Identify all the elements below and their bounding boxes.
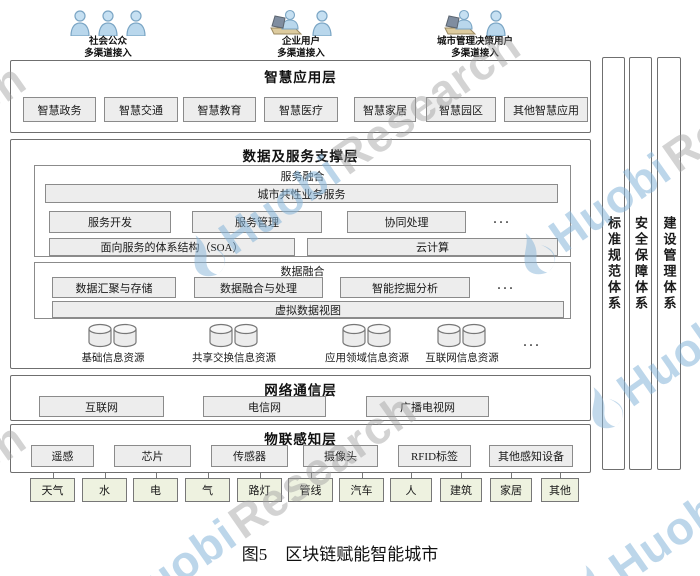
resource-label: 互联网信息资源 [425, 353, 499, 364]
user-group-sublabel: 多渠道接入 [84, 48, 132, 59]
app-item: 智慧教育 [183, 97, 256, 122]
figure-number: 图5 [241, 545, 268, 564]
laptop-user-icon [396, 6, 554, 36]
iot-item: 其他感知设备 [489, 445, 573, 467]
pillar-security: 安全保障体系 [629, 57, 652, 470]
service-fusion-item: 服务开发 [49, 211, 171, 233]
app-item: 智慧家居 [354, 97, 416, 122]
pillar-standards: 标准规范体系 [602, 57, 625, 470]
three-users-icon [48, 6, 168, 36]
thing-item: 人 [390, 473, 432, 502]
service-fusion-item: 面向服务的体系结构（SOA） [49, 238, 295, 256]
ellipsis: ··· [497, 281, 516, 295]
resource-group: 基础信息资源 [58, 322, 168, 365]
resource-group: 应用领域信息资源 [309, 322, 425, 365]
database-icon [437, 323, 486, 348]
data-fusion-box: 数据融合 数据汇聚与存储 数据融合与处理 智能挖掘分析 ··· 虚拟数据视图 [34, 262, 571, 319]
thing-item: 其他 [541, 473, 579, 502]
user-group-label: 企业用户 [281, 36, 320, 47]
layer-data-service: 数据及服务支撑层 服务融合 城市共性业务服务 服务开发 服务管理 协同处理 ··… [10, 139, 591, 369]
service-fusion-item: 协同处理 [347, 211, 466, 233]
service-fusion-item: 云计算 [307, 238, 558, 256]
layer-network: 网络通信层 互联网 电信网 广播电视网 [10, 375, 591, 421]
pillar-construction: 建设管理体系 [657, 57, 681, 470]
database-icon [342, 323, 391, 348]
layer-network-title: 网络通信层 [264, 383, 337, 398]
user-group-enterprise: 企业用户 多渠道接入 [240, 6, 362, 60]
user-group-city-management: 城市管理决策用户 多渠道接入 [396, 6, 554, 60]
iot-item: 遥感 [31, 445, 94, 467]
service-fusion-item: 服务管理 [192, 211, 322, 233]
thing-item: 汽车 [339, 473, 384, 502]
thing-item: 管线 [288, 473, 333, 502]
iot-item: 摄像头 [303, 445, 378, 467]
user-group-sublabel: 多渠道接入 [451, 48, 499, 59]
iot-item: 芯片 [114, 445, 191, 467]
app-item: 智慧交通 [104, 97, 178, 122]
network-item: 广播电视网 [366, 396, 489, 417]
network-item: 电信网 [203, 396, 326, 417]
ellipsis: ··· [523, 338, 542, 352]
figure-title: 区块链赋能智能城市 [285, 545, 439, 564]
thing-item: 路灯 [237, 473, 282, 502]
thing-item: 电 [133, 473, 178, 502]
resource-label: 共享交换信息资源 [192, 353, 276, 364]
layer-iot: 物联感知层 遥感 芯片 传感器 摄像头 RFID标签 其他感知设备 [10, 424, 591, 473]
service-fusion-title: 服务融合 [280, 171, 325, 183]
database-icon [88, 323, 137, 348]
data-fusion-item: 数据汇聚与存储 [52, 277, 176, 298]
iot-item: 传感器 [211, 445, 288, 467]
layer-application-title: 智慧应用层 [264, 70, 337, 85]
thing-item: 建筑 [440, 473, 482, 502]
thing-item: 气 [185, 473, 230, 502]
user-group-label: 社会公众 [88, 36, 127, 47]
app-item: 智慧医疗 [264, 97, 338, 122]
user-group-public: 社会公众 多渠道接入 [48, 6, 168, 60]
layer-application: 智慧应用层 智慧政务 智慧交通 智慧教育 智慧医疗 智慧家居 智慧园区 其他智慧… [10, 60, 591, 133]
resource-group: 共享交换信息资源 [176, 322, 292, 365]
data-fusion-bottom-bar: 虚拟数据视图 [52, 301, 564, 318]
service-fusion-box: 服务融合 城市共性业务服务 服务开发 服务管理 协同处理 ··· 面向服务的体系… [34, 165, 571, 257]
data-fusion-item: 数据融合与处理 [194, 277, 323, 298]
service-fusion-top-bar: 城市共性业务服务 [45, 184, 558, 203]
thing-item: 家居 [490, 473, 532, 502]
resource-label: 基础信息资源 [81, 353, 145, 364]
user-group-label: 城市管理决策用户 [436, 36, 513, 47]
laptop-user-icon [240, 6, 362, 36]
data-fusion-item: 智能挖掘分析 [340, 277, 470, 298]
database-icon [209, 323, 258, 348]
layer-data-service-title: 数据及服务支撑层 [242, 149, 359, 164]
user-group-sublabel: 多渠道接入 [277, 48, 325, 59]
app-item: 其他智慧应用 [504, 97, 588, 122]
thing-item: 天气 [30, 473, 75, 502]
resource-group: 互联网信息资源 [409, 322, 515, 365]
network-item: 互联网 [39, 396, 164, 417]
app-item: 智慧政务 [23, 97, 96, 122]
data-fusion-title: 数据融合 [280, 266, 325, 278]
ellipsis: ··· [493, 215, 512, 229]
app-item: 智慧园区 [426, 97, 496, 122]
iot-item: RFID标签 [398, 445, 471, 467]
layer-iot-title: 物联感知层 [264, 432, 337, 447]
resource-label: 应用领域信息资源 [325, 353, 409, 364]
thing-item: 水 [82, 473, 127, 502]
figure-caption: 图5 区块链赋能智能城市 [0, 540, 680, 565]
